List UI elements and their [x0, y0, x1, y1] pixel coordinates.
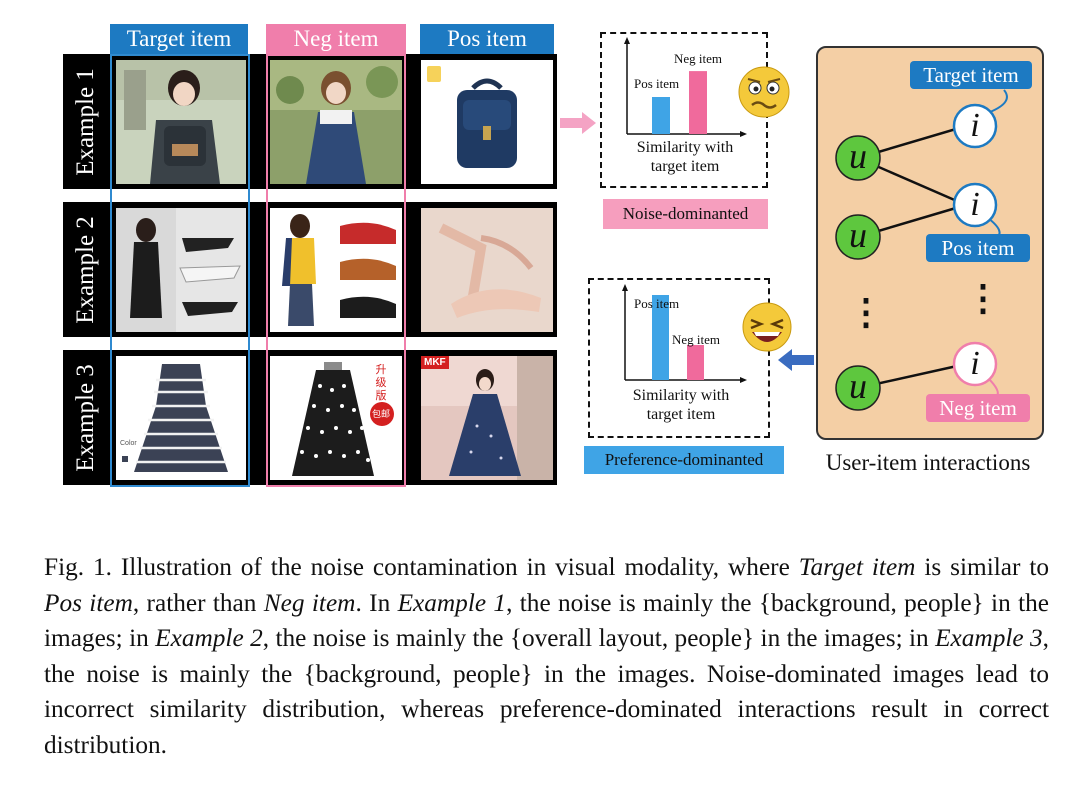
example-label-1: Example 1: [72, 67, 100, 176]
example2-pos-image: [421, 208, 553, 332]
girl-backpack-photo: [116, 60, 246, 184]
item-symbol-target: i: [970, 107, 980, 144]
navy-backpack-photo: [421, 60, 553, 184]
target-item-label: Target item: [910, 61, 1032, 89]
mkf-tag: MKF: [421, 356, 449, 369]
user-symbol-2: u: [849, 215, 867, 255]
example1-target-image: [116, 60, 246, 184]
preference-bar-chart: [622, 284, 747, 383]
girl-denim-dress-photo: [270, 60, 402, 184]
item-symbol-neg: i: [970, 345, 980, 382]
example2-neg-image: [270, 208, 402, 332]
pref-neg-bar: [687, 345, 704, 380]
figure-caption: Fig. 1. Illustration of the noise contam…: [44, 550, 1049, 764]
pos-item-label: Pos item: [926, 234, 1030, 262]
striped-dress-photo: [116, 356, 246, 480]
pink-arrow-icon: [560, 112, 596, 134]
neg-column-frame: [266, 54, 406, 487]
preference-chart-box: Pos item Neg item Similarity with target…: [588, 278, 770, 438]
woman-heels-photo: [116, 208, 246, 332]
example2-target-image: [116, 208, 246, 332]
noise-axis-label: Similarity with target item: [636, 139, 734, 175]
laughing-face-icon: [742, 302, 792, 352]
example-label-3: Example 3: [72, 363, 100, 472]
user-ellipsis: ⋮: [848, 292, 884, 332]
example-label-2: Example 2: [72, 215, 100, 324]
neg-item-label: Neg item: [926, 394, 1030, 422]
interaction-graph: [835, 89, 1008, 411]
noise-pos-label: Pos item: [634, 76, 680, 91]
noise-chart-box: Pos item Neg item Similarity with target…: [600, 32, 768, 188]
example3-pos-image: MKF: [421, 356, 553, 480]
pref-pos-bar: [652, 295, 669, 380]
example1-neg-image: [270, 60, 402, 184]
column-header-neg: Neg item: [266, 24, 406, 54]
user-node-2: [835, 214, 881, 260]
upgrade-vertical-text: 升 级 版: [375, 364, 387, 402]
preference-dominated-chip: Preference-dominanted: [584, 446, 784, 474]
pref-pos-label: Pos item: [634, 296, 680, 311]
blue-arrow-icon: [778, 349, 814, 371]
woman-long-dress-photo: [421, 356, 553, 480]
column-header-target: Target item: [110, 24, 248, 54]
user-node-1: [835, 135, 881, 181]
example3-neg-image: 升 级 版 包邮: [270, 356, 402, 480]
neg-item-node: [952, 341, 998, 387]
column-header-pos: Pos item: [420, 24, 554, 54]
noise-dominated-chip: Noise-dominanted: [603, 199, 768, 229]
example1-pos-image: [421, 60, 553, 184]
user-item-panel: u u u i i i ⋮ ⋮ Target item Pos item Neg…: [816, 46, 1044, 440]
pref-neg-label: Neg item: [672, 332, 721, 347]
user-symbol-1: u: [849, 136, 867, 176]
noise-pos-bar: [652, 97, 670, 134]
user-symbol-3: u: [849, 366, 867, 406]
free-shipping-badge: 包邮: [372, 409, 391, 419]
user-item-interactions-title: User-item interactions: [825, 450, 1031, 475]
item-symbol-pos: i: [970, 186, 980, 223]
target-item-node: [952, 103, 998, 149]
item-ellipsis: ⋮: [965, 278, 1001, 318]
worried-face-icon: [738, 66, 790, 118]
noise-bar-chart: [624, 37, 747, 137]
pink-heels-photo: [421, 208, 553, 332]
color-label: Color: [120, 440, 137, 447]
target-column-frame: [110, 54, 250, 487]
user-node-3: [835, 365, 881, 411]
woman-oxford-shoes-photo: [270, 208, 402, 332]
pref-axis-label: Similarity with target item: [632, 387, 730, 423]
pos-item-node: [952, 182, 998, 228]
noise-neg-label: Neg item: [674, 51, 723, 66]
example3-target-image: Color: [116, 356, 246, 480]
caption-paragraph: Fig. 1. Illustration of the noise contam…: [44, 553, 1050, 759]
noise-neg-bar: [689, 71, 707, 134]
polka-dot-skirt-photo: [270, 356, 402, 480]
